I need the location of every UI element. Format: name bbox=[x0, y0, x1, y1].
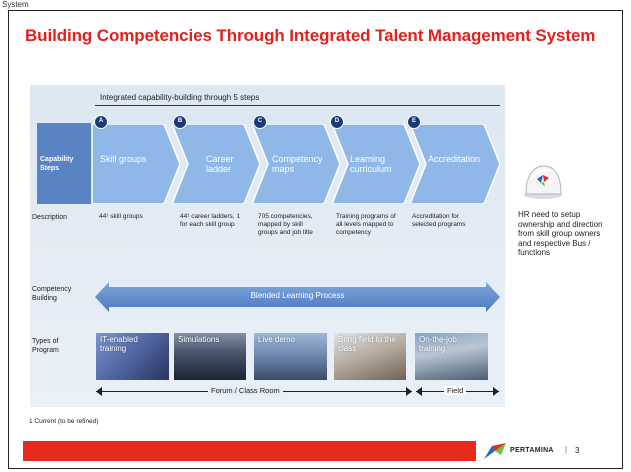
hard-hat-icon bbox=[524, 165, 562, 199]
program-label: Bring field to the class bbox=[338, 335, 396, 353]
step-c-label: Competency maps bbox=[272, 154, 323, 174]
program-label: Live demo bbox=[258, 335, 295, 344]
step-b-chevron: Career ladder bbox=[172, 124, 260, 204]
step-a-marker: A bbox=[94, 115, 108, 129]
step-d-chevron: Learning curriculum bbox=[332, 124, 420, 204]
program-label: On-the-job training bbox=[419, 335, 457, 353]
step-a-description: 44¹ skill groups bbox=[99, 213, 143, 220]
pertamina-logo-icon bbox=[484, 443, 506, 459]
intro-rule bbox=[95, 105, 500, 106]
step-c-description: 705 competencies, mapped by skill groups… bbox=[258, 213, 313, 236]
step-b-marker: B bbox=[173, 115, 187, 129]
step-d-label: Learning curriculum bbox=[350, 154, 392, 174]
page-separator: | bbox=[565, 445, 568, 454]
step-c-chevron: Competency maps bbox=[252, 124, 340, 204]
blended-learning-label: Blended Learning Process bbox=[250, 291, 345, 300]
forum-left-arrowhead bbox=[96, 387, 102, 396]
field-arrow: Field bbox=[416, 386, 499, 398]
step-d-description: Training programs of all levels mapped t… bbox=[336, 213, 396, 236]
step-b-description: 44¹ career ladders, 1 for each skill gro… bbox=[180, 213, 240, 228]
hr-note: HR need to setup ownership and direction… bbox=[518, 210, 603, 257]
intro-text: Integrated capability-building through 5… bbox=[100, 93, 260, 102]
program-label: Simulations bbox=[178, 335, 220, 344]
footer-bar bbox=[23, 441, 476, 461]
capability-steps-label: Capability Steps bbox=[37, 123, 91, 204]
program-photo-on-the-job: On-the-job training bbox=[415, 333, 488, 380]
step-e-marker: E bbox=[407, 115, 421, 129]
footnote: 1 Current (to be refined) bbox=[29, 418, 99, 425]
page-number: 3 bbox=[575, 446, 580, 455]
step-e-label: Accreditation bbox=[428, 154, 481, 164]
step-e-description: Accreditation for selected programs bbox=[412, 213, 466, 228]
step-a-label: Skill groups bbox=[100, 154, 147, 164]
slide-title: Building Competencies Through Integrated… bbox=[25, 26, 596, 45]
step-d-marker: D bbox=[330, 115, 344, 129]
step-e-chevron: Accreditation bbox=[410, 124, 500, 204]
step-a-chevron: Skill groups bbox=[92, 124, 180, 204]
program-photo-live-demo: Live demo bbox=[254, 333, 327, 380]
field-label: Field bbox=[444, 386, 467, 395]
blended-learning-arrow: Blended Learning Process bbox=[95, 282, 500, 312]
program-photo-field-to-class: Bring field to the class bbox=[334, 333, 406, 380]
step-b-label: Career ladder bbox=[206, 154, 234, 174]
description-row-label: Description bbox=[32, 214, 68, 221]
program-label: IT-enabled training bbox=[100, 335, 138, 353]
top-fragment: System bbox=[2, 0, 29, 9]
program-photo-it-enabled: IT-enabled training bbox=[96, 333, 169, 380]
types-row-label: Types of Program bbox=[32, 338, 59, 354]
program-photo-simulations: Simulations bbox=[174, 333, 246, 380]
field-right-arrowhead bbox=[493, 387, 499, 396]
step-c-marker: C bbox=[253, 115, 267, 129]
competency-row-label: Competency Building bbox=[32, 286, 72, 302]
brand-name: PERTAMINA bbox=[510, 447, 554, 454]
forum-right-arrowhead bbox=[406, 387, 412, 396]
forum-arrow: Forum / Class Room bbox=[96, 386, 412, 398]
forum-label: Forum / Class Room bbox=[208, 386, 283, 395]
field-left-arrowhead bbox=[416, 387, 422, 396]
